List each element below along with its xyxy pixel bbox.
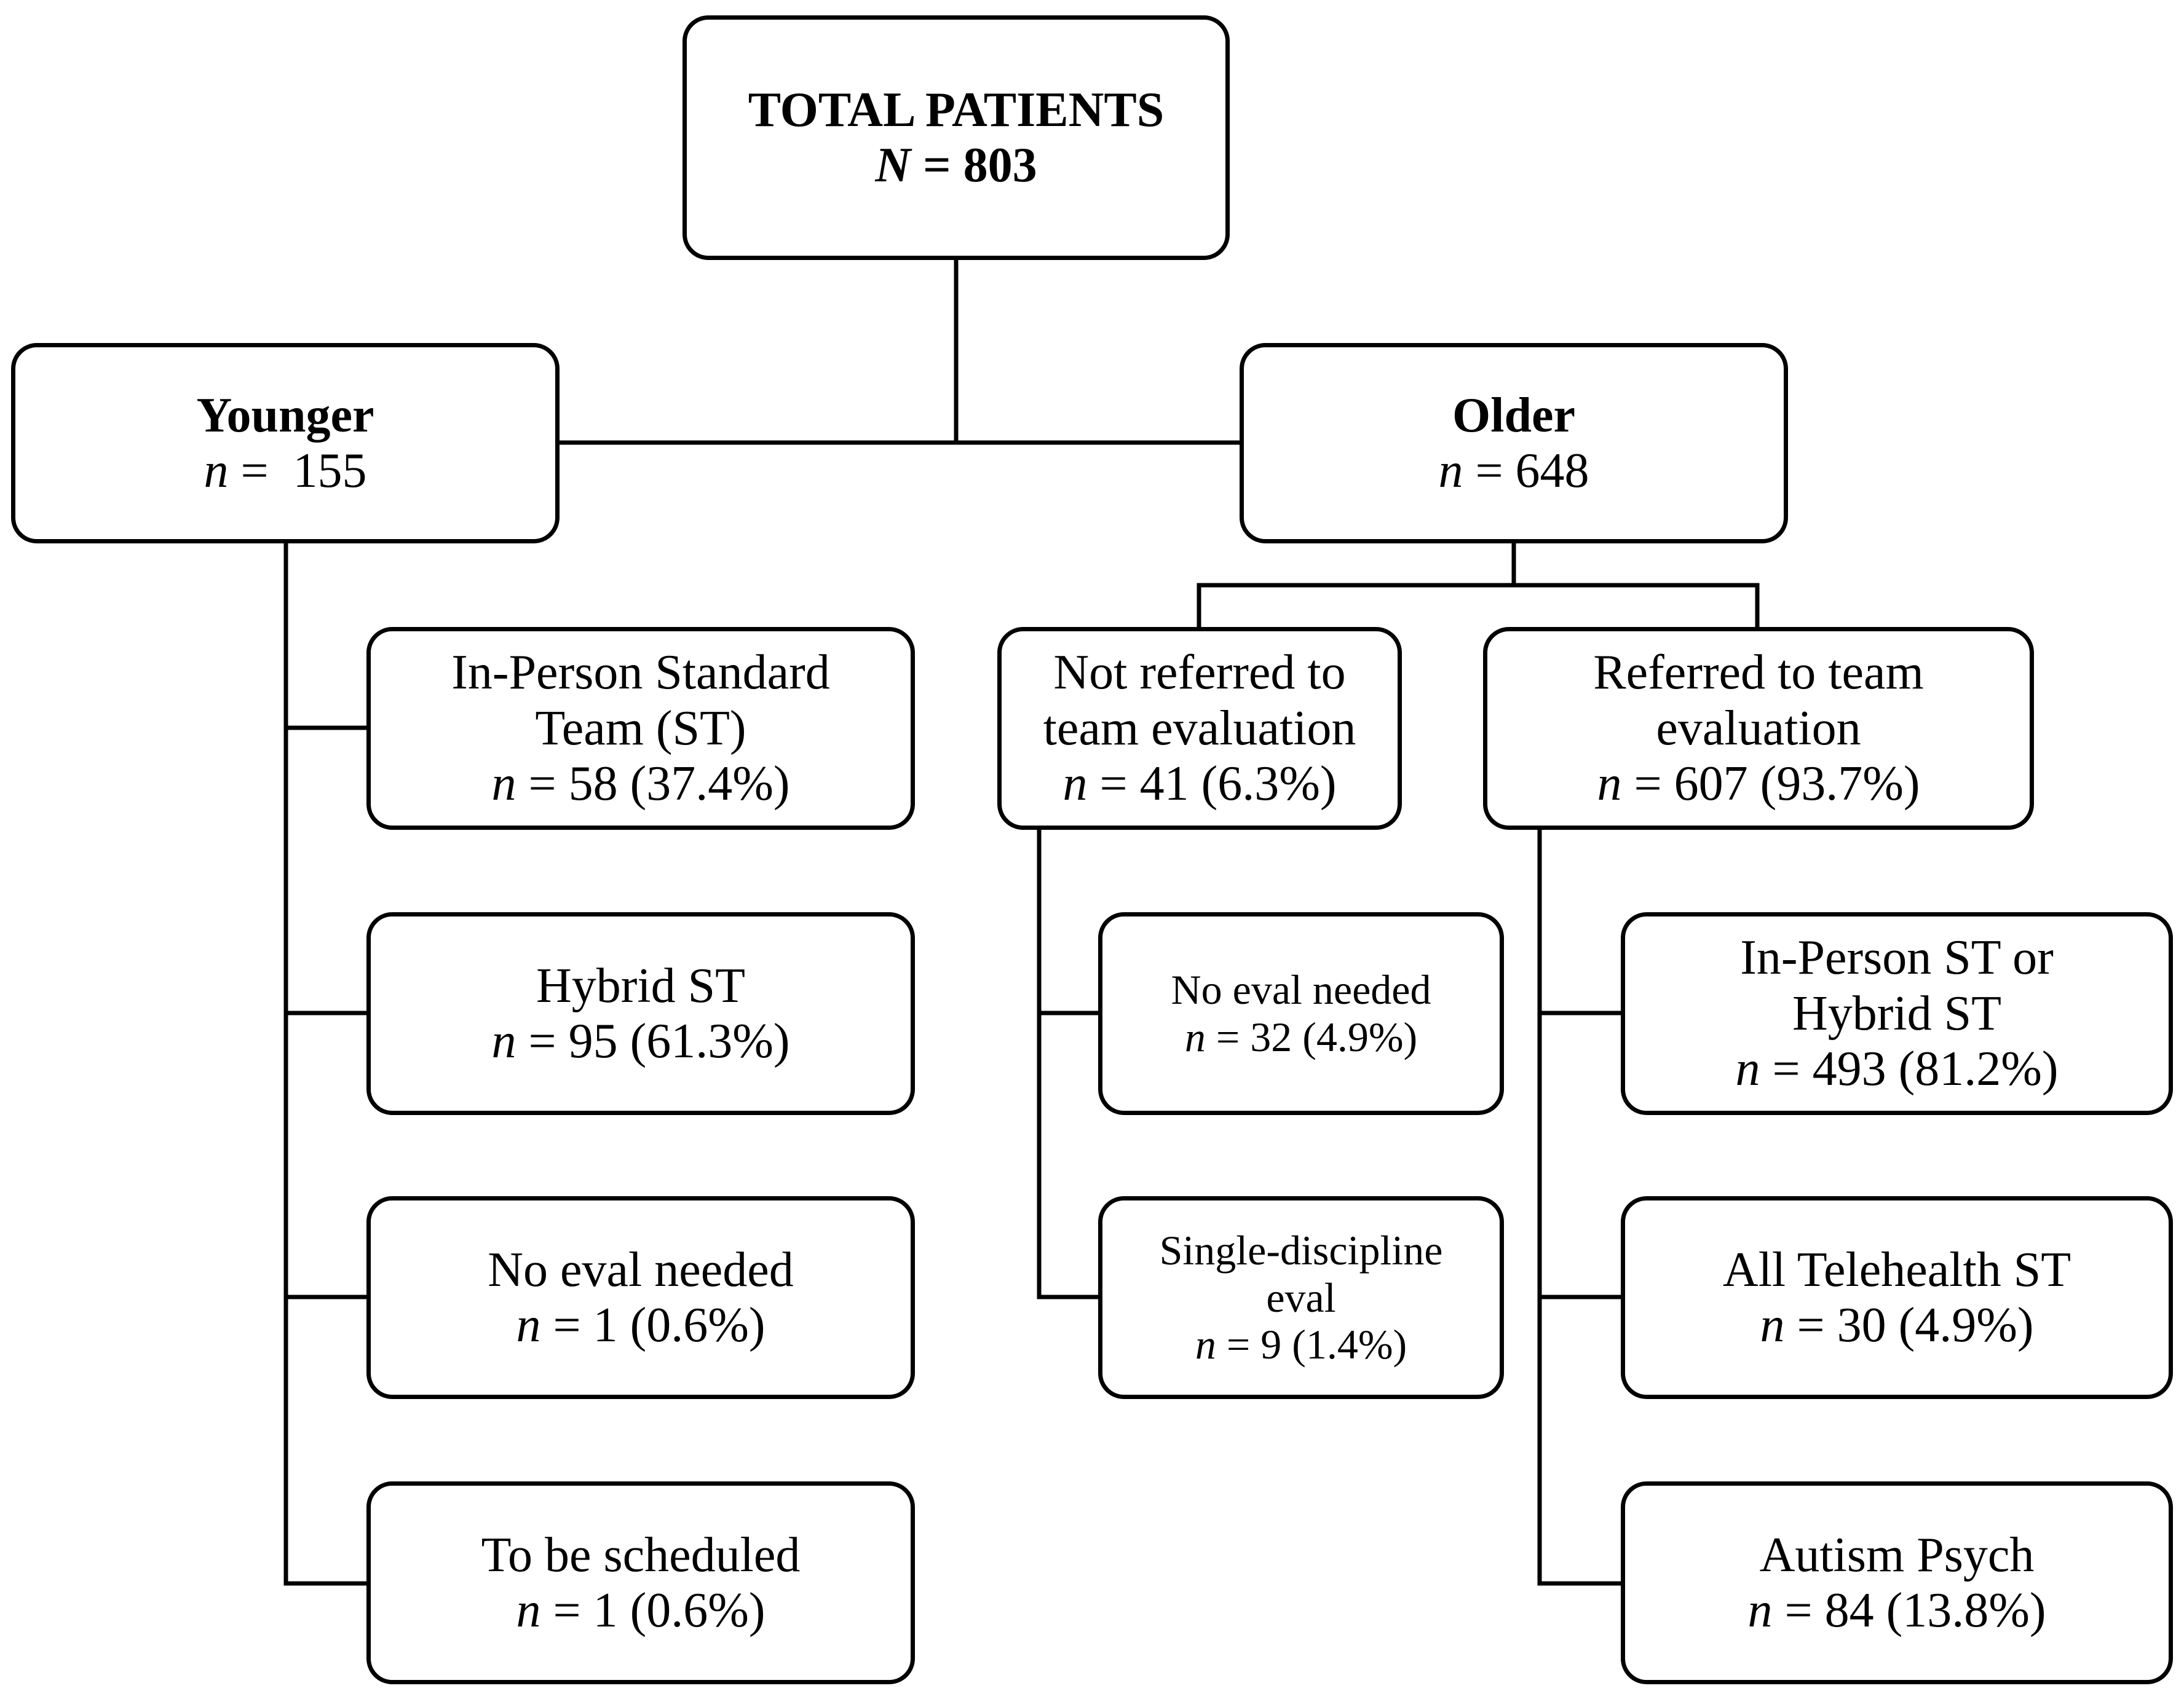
n-symbol: n: [1195, 1321, 1216, 1368]
older-box: Older n = 648: [1240, 343, 1788, 543]
not-referred-child-1-label: No eval needed: [1171, 966, 1431, 1014]
n-symbol: n: [491, 1014, 516, 1068]
younger-child-1-label-line-2: Team (ST): [535, 701, 746, 755]
n-value: = 41 (6.3%): [1087, 757, 1337, 811]
younger-child-4-count: n = 1 (0.6%): [516, 1583, 765, 1638]
referred-count: n = 607 (93.7%): [1597, 756, 1920, 811]
older-title: Older: [1452, 388, 1575, 443]
total-patients-count: N = 803: [875, 138, 1037, 193]
referred-autism-psych-box: Autism Psych n = 84 (13.8%): [1621, 1481, 2173, 1684]
referred-child-1-count: n = 493 (81.2%): [1735, 1041, 2058, 1097]
older-count: n = 648: [1438, 443, 1589, 499]
referred-child-1-label-line-2: Hybrid ST: [1792, 986, 2001, 1041]
referred-child-3-label: Autism Psych: [1759, 1528, 2035, 1582]
younger-child-1-label-line-1: In-Person Standard: [451, 645, 830, 700]
younger-child-1-count: n = 58 (37.4%): [491, 756, 789, 811]
not-referred-child-2-label-line-2: eval: [1266, 1274, 1336, 1321]
not-referred-no-eval-needed-box: No eval needed n = 32 (4.9%): [1098, 912, 1504, 1115]
n-value: = 607 (93.7%): [1621, 757, 1920, 811]
referred-child-3-count: n = 84 (13.8%): [1747, 1583, 2046, 1638]
total-patients-box: TOTAL PATIENTS N = 803: [682, 15, 1230, 260]
referred-child-2-count: n = 30 (4.9%): [1760, 1298, 2033, 1353]
younger-child-3-count: n = 1 (0.6%): [516, 1298, 765, 1353]
n-symbol: n: [516, 1298, 541, 1352]
total-patients-title: TOTAL PATIENTS: [748, 82, 1165, 137]
referred-label-line-1: Referred to team: [1593, 645, 1924, 700]
n-value: = 58 (37.4%): [516, 757, 790, 811]
not-referred-child-2-count: n = 9 (1.4%): [1195, 1321, 1407, 1368]
younger-box: Younger n = 155: [11, 343, 560, 543]
younger-hybrid-st-box: Hybrid ST n = 95 (61.3%): [366, 912, 915, 1115]
n-symbol: n: [516, 1583, 541, 1638]
younger-count: n = 155: [204, 443, 366, 499]
n-value: = 30 (4.9%): [1784, 1298, 2034, 1352]
n-value: = 493 (81.2%): [1760, 1042, 2059, 1097]
n-symbol: n: [1760, 1298, 1785, 1352]
n-value: = 32 (4.9%): [1205, 1014, 1418, 1060]
n-symbol: n: [491, 757, 516, 811]
younger-child-4-label: To be scheduled: [481, 1528, 801, 1582]
n-symbol: n: [1747, 1583, 1773, 1638]
total-n-symbol: N: [875, 138, 911, 192]
referred-label-line-2: evaluation: [1656, 701, 1861, 755]
referred-child-2-label: All Telehealth ST: [1722, 1242, 2071, 1297]
n-symbol: n: [1597, 757, 1622, 811]
referred-all-telehealth-st-box: All Telehealth ST n = 30 (4.9%): [1621, 1196, 2173, 1399]
n-value: = 9 (1.4%): [1216, 1321, 1407, 1368]
referred-box: Referred to team evaluation n = 607 (93.…: [1483, 627, 2034, 830]
n-symbol: n: [1184, 1014, 1206, 1060]
not-referred-child-2-label-line-1: Single-discipline: [1159, 1226, 1443, 1274]
not-referred-single-discipline-eval-box: Single-discipline eval n = 9 (1.4%): [1098, 1196, 1504, 1399]
n-value: = 1 (0.6%): [540, 1298, 766, 1352]
younger-no-eval-needed-box: No eval needed n = 1 (0.6%): [366, 1196, 915, 1399]
younger-child-3-label: No eval needed: [488, 1242, 794, 1297]
younger-n-value: = 155: [228, 444, 367, 498]
referred-child-1-label-line-1: In-Person ST or: [1740, 931, 2054, 985]
n-symbol: n: [1062, 757, 1088, 811]
referred-in-person-or-hybrid-st-box: In-Person ST or Hybrid ST n = 493 (81.2%…: [1621, 912, 2173, 1115]
not-referred-child-1-count: n = 32 (4.9%): [1185, 1014, 1417, 1061]
not-referred-label-line-1: Not referred to: [1053, 645, 1346, 700]
not-referred-box: Not referred to team evaluation n = 41 (…: [997, 627, 1402, 830]
n-value: = 1 (0.6%): [540, 1583, 766, 1638]
n-value: = 84 (13.8%): [1772, 1583, 2046, 1638]
n-value: = 95 (61.3%): [516, 1014, 790, 1068]
younger-n-symbol: n: [204, 444, 229, 498]
younger-title: Younger: [196, 388, 374, 443]
younger-child-2-count: n = 95 (61.3%): [491, 1014, 789, 1069]
younger-in-person-standard-team-box: In-Person Standard Team (ST) n = 58 (37.…: [366, 627, 915, 830]
older-n-value: = 648: [1463, 444, 1589, 498]
total-n-value: = 803: [911, 138, 1037, 192]
not-referred-label-line-2: team evaluation: [1043, 701, 1356, 755]
older-n-symbol: n: [1438, 444, 1463, 498]
n-symbol: n: [1735, 1042, 1760, 1097]
younger-child-2-label: Hybrid ST: [536, 958, 745, 1013]
younger-to-be-scheduled-box: To be scheduled n = 1 (0.6%): [366, 1481, 915, 1684]
not-referred-count: n = 41 (6.3%): [1062, 756, 1336, 811]
